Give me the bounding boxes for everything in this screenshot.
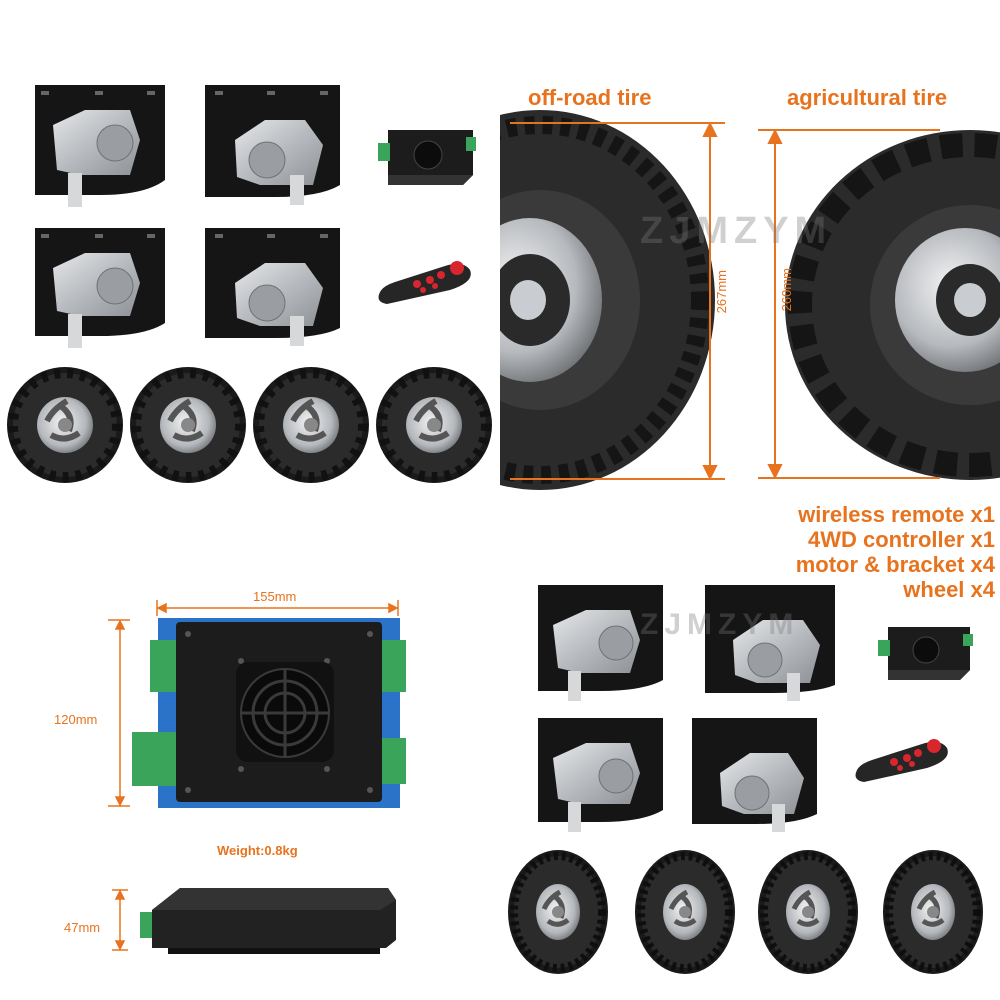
controller-dimensions-illustration: [108, 600, 406, 954]
package-item-controller: 4WD controller x1: [807, 527, 995, 552]
motor-bracket-6: [705, 585, 835, 701]
controller-dimensions-panel: 155mm 120mm Weight:0.8kg 47mm: [0, 500, 500, 1000]
wireless-remote-small: [855, 739, 948, 782]
kit-offroad-illustration: [508, 585, 983, 974]
controller-width-label: 155mm: [253, 589, 297, 604]
motor-bracket-7: [538, 718, 663, 832]
motor-bracket-2: [205, 85, 340, 205]
controller-thickness-label: 47mm: [64, 920, 101, 935]
controller-unit-small: [878, 627, 973, 680]
offroad-tire-title: off-road tire: [528, 85, 652, 110]
watermark-text-bottom: ZJMZYM: [640, 608, 800, 641]
agri-wheel-2: [130, 367, 246, 483]
package-item-wheel: wheel x4: [903, 577, 995, 602]
agricultural-height-label: 260mm: [779, 268, 794, 312]
kit-agricultural-illustration: [7, 85, 492, 483]
wireless-remote: [378, 261, 471, 304]
tire-comparison-panel: off-road tire agricultural tire 267mm 26…: [500, 0, 1000, 500]
motor-bracket-1: [35, 85, 165, 207]
agricultural-height-dimension: [758, 128, 940, 480]
offroad-height-label: 267mm: [714, 270, 729, 314]
package-list: wireless remote x1 4WD controller x1 mot…: [796, 502, 995, 602]
offroad-tire-image: [500, 110, 715, 490]
controller-width-dimension: [156, 600, 399, 616]
kit-offroad-panel: wireless remote x1 4WD controller x1 mot…: [500, 500, 1000, 1000]
package-item-remote: wireless remote x1: [798, 502, 995, 527]
motor-bracket-3: [35, 228, 165, 348]
controller-height-label: 120mm: [54, 712, 98, 727]
motor-bracket-5: [538, 585, 663, 701]
tire-comparison-illustration: [500, 110, 1000, 490]
watermark-text: ZJMZYM: [640, 210, 833, 252]
offroad-height-dimension: [510, 121, 725, 481]
motor-bracket-8: [692, 718, 817, 832]
agri-wheel-3: [253, 367, 369, 483]
controller-weight-label: Weight:0.8kg: [217, 843, 298, 858]
controller-thickness-dimension: [112, 889, 128, 951]
offroad-wheel-1: [508, 850, 608, 974]
motor-bracket-4: [205, 228, 340, 346]
controller-side-view: [140, 888, 396, 954]
offroad-wheel-3: [758, 850, 858, 974]
agricultural-tire-title: agricultural tire: [787, 85, 948, 110]
package-item-motor: motor & bracket x4: [795, 552, 995, 577]
agri-wheel-4: [376, 367, 492, 483]
controller-unit: [378, 130, 476, 185]
agri-wheel-1: [7, 367, 123, 483]
kit-agricultural-panel: [0, 0, 500, 500]
offroad-wheel-2: [635, 850, 735, 974]
agricultural-tire-image: [785, 130, 1000, 480]
controller-height-dimension: [108, 619, 130, 807]
controller-top-view: [132, 618, 406, 808]
offroad-wheel-4: [883, 850, 983, 974]
